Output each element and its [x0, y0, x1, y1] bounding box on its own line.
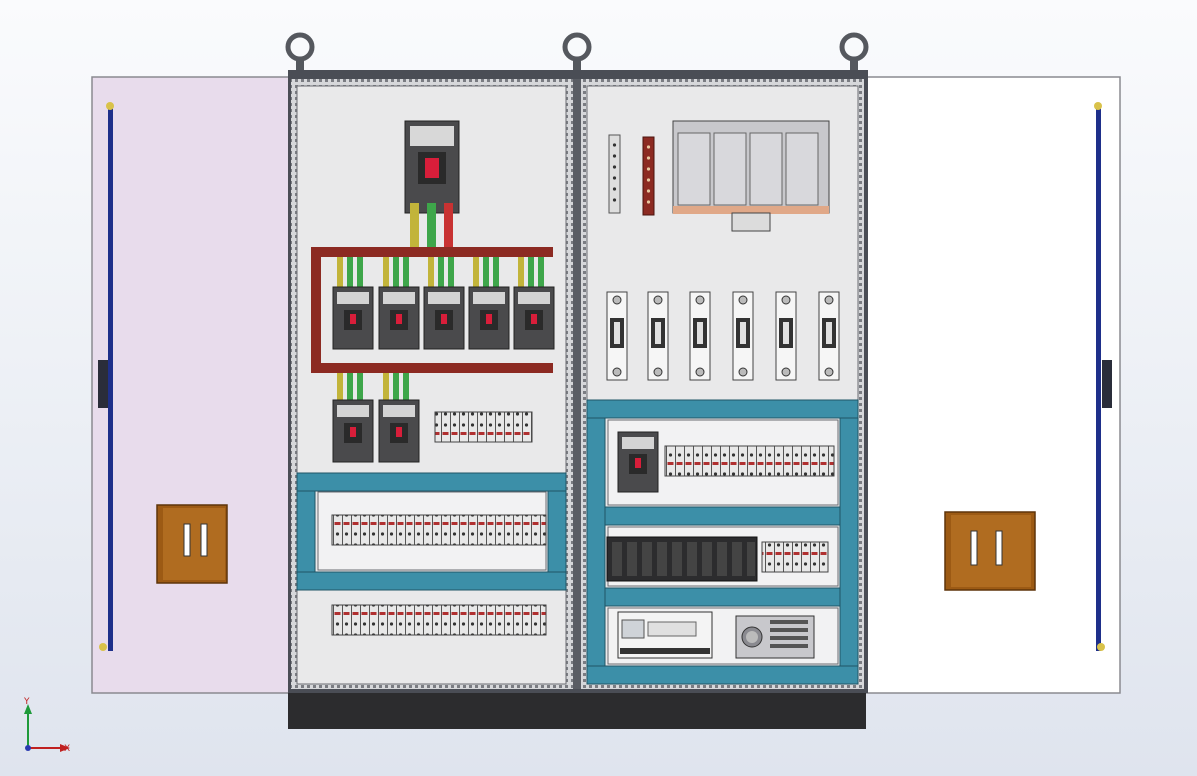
- right-hinge-rod: [1096, 106, 1101, 651]
- plc-module[interactable]: [617, 611, 713, 659]
- left-door-handle[interactable]: [156, 504, 228, 584]
- branch-breaker-1[interactable]: [332, 257, 374, 350]
- right-rod-cap-top: [1094, 102, 1102, 110]
- busbar-left-drop: [311, 247, 321, 373]
- right-rod-cap-bottom: [1097, 643, 1105, 651]
- fuse-holder-3[interactable]: [689, 291, 711, 381]
- plinth: [288, 692, 866, 729]
- right-door-handle[interactable]: [944, 511, 1036, 591]
- contactor-bank[interactable]: [761, 541, 829, 573]
- fuse-holder-5[interactable]: [775, 291, 797, 381]
- branch-breaker-6[interactable]: [332, 373, 374, 463]
- fuse-holder-1[interactable]: [606, 291, 628, 381]
- left-rod-cap-bottom: [99, 643, 107, 651]
- fuse-holder-4[interactable]: [732, 291, 754, 381]
- disconnect-switch[interactable]: [672, 120, 830, 232]
- left-mounting-panel: [296, 85, 567, 685]
- right-door-panel: [865, 76, 1121, 694]
- branch-breaker-2[interactable]: [378, 257, 420, 350]
- axis-x-label: X: [64, 744, 70, 754]
- left-hinge-rod: [108, 106, 113, 651]
- branch-breaker-7[interactable]: [378, 373, 420, 463]
- lifting-eye-right: [839, 32, 869, 71]
- terminal-strip-lower: [331, 604, 547, 636]
- fuse-holder-2[interactable]: [647, 291, 669, 381]
- right-latch: [1102, 360, 1112, 408]
- terminal-strip-upper: [331, 514, 547, 546]
- ground-terminal-bar: [608, 134, 621, 214]
- right-door: [865, 76, 1121, 694]
- left-door: [91, 76, 293, 694]
- branch-breaker-5[interactable]: [513, 257, 555, 350]
- right-mounting-panel: [586, 85, 859, 685]
- axis-y-label: Y: [23, 697, 30, 707]
- fuse-holder-6[interactable]: [818, 291, 840, 381]
- busbar-top: [311, 247, 553, 257]
- left-rod-cap-top: [106, 102, 114, 110]
- center-post: [573, 79, 581, 689]
- neutral-terminal-bar: [642, 136, 655, 216]
- control-terminal-strip: [664, 445, 835, 477]
- relay-bank[interactable]: [606, 536, 758, 582]
- main-feeder-cables: [410, 203, 453, 249]
- terminal-strip-small: [434, 411, 533, 443]
- coordinate-triad: Y X: [23, 697, 70, 754]
- lifting-eye-center: [562, 32, 592, 71]
- left-door-panel: [91, 76, 293, 694]
- branch-breaker-4[interactable]: [468, 257, 510, 350]
- left-latch: [98, 360, 108, 408]
- main-breaker[interactable]: [404, 120, 460, 214]
- lifting-eye-left: [285, 32, 315, 71]
- power-supply[interactable]: [735, 615, 815, 659]
- control-breaker[interactable]: [617, 431, 659, 493]
- branch-breaker-3[interactable]: [423, 257, 465, 350]
- busbar-bottom: [311, 363, 553, 373]
